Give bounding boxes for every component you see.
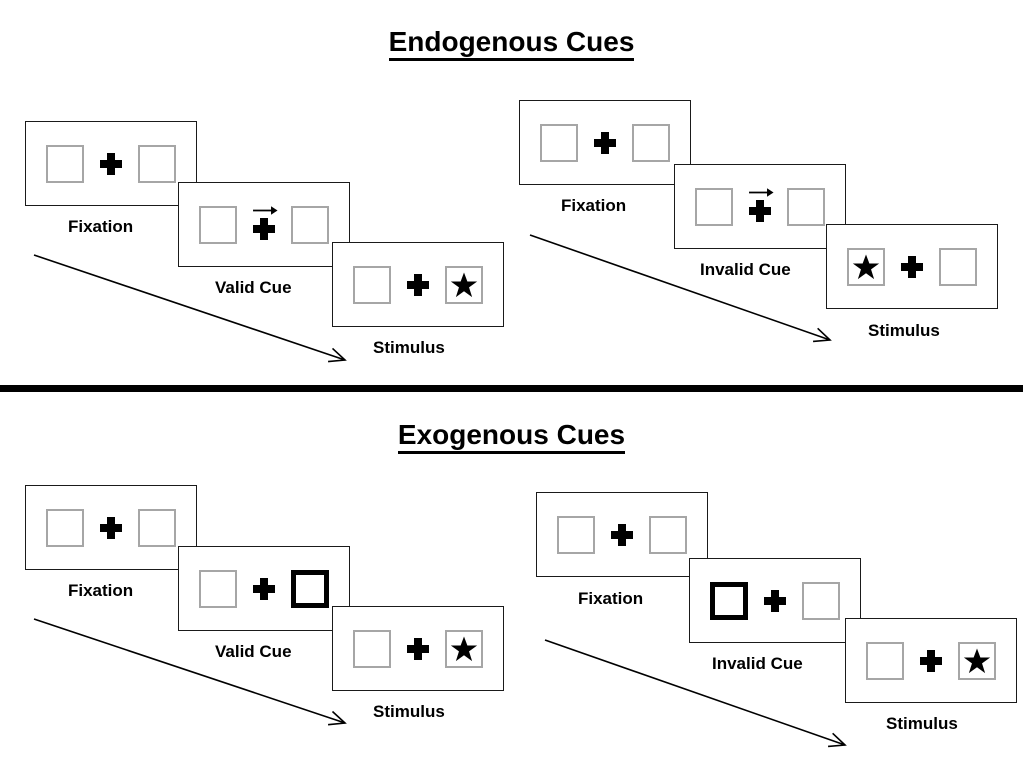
plus-icon [100, 516, 122, 539]
panel-exogenous-exogenous-invalid-stimulus [845, 618, 1017, 703]
plus-icon [764, 589, 786, 612]
fixation-cross-group [405, 266, 431, 304]
panel-contents [847, 247, 977, 286]
plus-icon [253, 218, 275, 240]
panel-endogenous-endogenous-invalid-fixation [519, 100, 691, 185]
left-box [353, 629, 391, 668]
panel-caption-stimulus: Stimulus [373, 338, 445, 357]
fixation-cross-group [762, 582, 788, 620]
plus-icon [407, 273, 429, 296]
panel-endogenous-endogenous-invalid-invalid-cue [674, 164, 846, 249]
fixation-cross-group [747, 187, 774, 226]
section-title-exogenous: Exogenous Cues [0, 419, 1023, 454]
star-icon [963, 648, 991, 673]
left-box [353, 265, 391, 304]
panel-exogenous-exogenous-valid-stimulus [332, 606, 504, 691]
panel-exogenous-exogenous-invalid-invalid-cue [689, 558, 861, 643]
right-box [138, 144, 176, 183]
panel-contents [557, 515, 687, 554]
left-box [199, 205, 237, 244]
left-box [695, 187, 733, 226]
panel-caption-stimulus: Stimulus [868, 321, 940, 340]
fixation-cross-group [609, 516, 635, 554]
section-title-endogenous: Endogenous Cues [0, 26, 1023, 61]
panel-endogenous-endogenous-invalid-stimulus [826, 224, 998, 309]
left-box [199, 569, 237, 608]
flow-arrow-exogenous-invalid [544, 639, 847, 748]
panel-caption-valid-cue: Valid Cue [215, 642, 292, 661]
panel-exogenous-exogenous-invalid-fixation [536, 492, 708, 577]
panel-endogenous-endogenous-valid-fixation [25, 121, 197, 206]
panel-contents [199, 569, 329, 608]
left-box [866, 641, 904, 680]
plus-icon [920, 649, 942, 672]
panel-caption-valid-cue: Valid Cue [215, 278, 292, 297]
right-box [445, 629, 483, 668]
plus-icon [253, 577, 275, 600]
left-box [46, 144, 84, 183]
right-box [802, 581, 840, 620]
panel-contents [695, 187, 825, 226]
panel-endogenous-endogenous-valid-valid-cue [178, 182, 350, 267]
right-box [138, 508, 176, 547]
right-box [939, 247, 977, 286]
fixation-cross-group [405, 630, 431, 668]
left-box-cued [710, 581, 748, 620]
section-title-text: Endogenous Cues [388, 26, 635, 61]
fixation-cross-group [899, 248, 925, 286]
left-box [46, 508, 84, 547]
plus-icon [100, 152, 122, 175]
panel-caption-fixation: Fixation [68, 217, 134, 236]
plus-icon [407, 637, 429, 660]
plus-icon [594, 131, 616, 154]
left-box [557, 515, 595, 554]
panel-caption-fixation: Fixation [68, 581, 134, 600]
panel-contents [353, 629, 483, 668]
fixation-cross-group [918, 642, 944, 680]
left-box [847, 247, 885, 286]
right-box [291, 205, 329, 244]
panel-contents [866, 641, 996, 680]
panel-contents [710, 581, 840, 620]
plus-icon [611, 523, 633, 546]
right-box [958, 641, 996, 680]
panel-contents [353, 265, 483, 304]
fixation-cross-group [98, 509, 124, 547]
star-icon [450, 636, 478, 661]
panel-caption-fixation: Fixation [578, 589, 644, 608]
right-arrow-icon [253, 205, 278, 215]
panel-caption-invalid-cue: Invalid Cue [700, 260, 791, 279]
panel-caption-fixation: Fixation [561, 196, 627, 215]
star-icon [450, 272, 478, 297]
panel-contents [46, 144, 176, 183]
panel-contents [199, 205, 329, 244]
right-box [632, 123, 670, 162]
fixation-cross-group [98, 145, 124, 183]
fixation-cross-group [251, 205, 278, 244]
right-box [787, 187, 825, 226]
panel-contents [46, 508, 176, 547]
right-arrow-icon [749, 187, 774, 197]
panel-caption-stimulus: Stimulus [886, 714, 958, 733]
left-box [540, 123, 578, 162]
right-box-cued [291, 569, 329, 608]
panel-exogenous-exogenous-valid-valid-cue [178, 546, 350, 631]
fixation-cross-group [592, 124, 618, 162]
panel-caption-invalid-cue: Invalid Cue [712, 654, 803, 673]
panel-caption-stimulus: Stimulus [373, 702, 445, 721]
right-box [649, 515, 687, 554]
plus-icon [749, 200, 771, 222]
section-divider [0, 385, 1023, 392]
panel-contents [540, 123, 670, 162]
fixation-cross-group [251, 570, 277, 608]
star-icon [852, 254, 880, 279]
right-box [445, 265, 483, 304]
panel-exogenous-exogenous-valid-fixation [25, 485, 197, 570]
plus-icon [901, 255, 923, 278]
section-title-text: Exogenous Cues [397, 419, 626, 454]
panel-endogenous-endogenous-valid-stimulus [332, 242, 504, 327]
